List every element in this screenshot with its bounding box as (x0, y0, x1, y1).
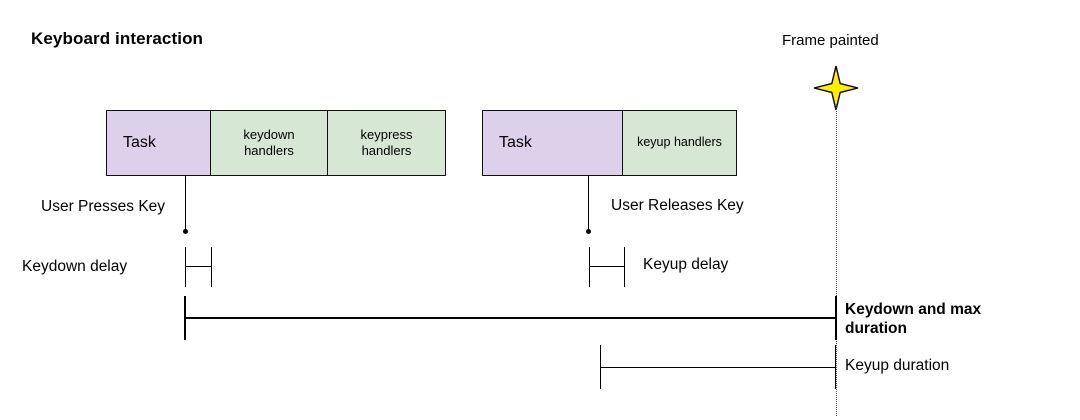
keyup-delay-label: Keyup delay (643, 256, 729, 273)
keypress-handlers-line1: keypress (360, 127, 413, 143)
keydown-delay-label: Keydown delay (22, 258, 128, 275)
release-event-dropline (588, 176, 589, 230)
press-event-label: User Presses Key (41, 198, 166, 215)
keypress-handlers-block: keypress handlers (328, 111, 445, 175)
page-title: Keyboard interaction (31, 29, 204, 48)
task-block-keyup: Task (483, 111, 623, 175)
keyup-delay-tick-end (624, 247, 625, 287)
keydown-delay-bar (185, 266, 211, 267)
keyup-handlers-block: keyup handlers (623, 111, 736, 175)
keydown-delay-tick-start (185, 247, 186, 287)
keyup-duration-label: Keyup duration (845, 357, 950, 374)
task-block-keydown: Task (107, 111, 211, 175)
keydown-duration-tick-end (835, 296, 837, 340)
keyup-delay-tick-start (589, 247, 590, 287)
keypress-handlers-line2: handlers (361, 143, 412, 158)
task-group-keyup: Task keyup handlers (482, 110, 737, 176)
frame-painted-label: Frame painted (782, 32, 879, 49)
keydown-handlers-block: keydown handlers (211, 111, 328, 175)
frame-painted-guide-line (836, 104, 837, 416)
keydown-duration-label-line2: duration (845, 320, 907, 338)
release-event-dot (585, 229, 591, 234)
keydown-delay-tick-end (211, 247, 212, 287)
task-group-keydown: Task keydown handlers keypress handlers (106, 110, 446, 176)
keyup-duration-bar (600, 367, 836, 368)
release-event-label: User Releases Key (611, 197, 744, 214)
keyup-delay-bar (589, 266, 624, 267)
keydown-duration-label: Keydown and max duration (845, 300, 981, 339)
keydown-duration-bar (184, 317, 836, 319)
press-event-dropline (185, 176, 186, 230)
press-event-dot (182, 229, 188, 234)
keydown-handlers-line1: keydown (243, 127, 295, 143)
keydown-handlers-line2: handlers (244, 143, 294, 158)
keydown-duration-label-line1: Keydown and max (845, 301, 982, 318)
